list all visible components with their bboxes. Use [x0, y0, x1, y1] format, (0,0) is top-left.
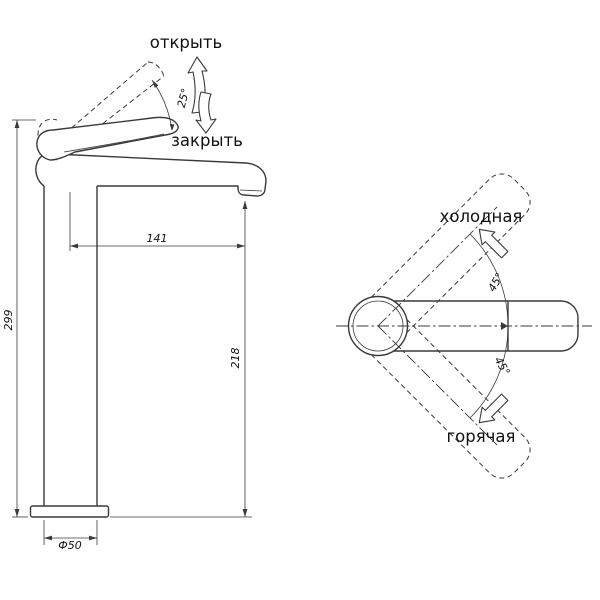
top-view-drawing: 45° 45° холодная горячая: [336, 173, 592, 479]
dimension-total-height: 299: [2, 119, 36, 518]
open-label: открыть: [150, 33, 223, 52]
dimension-base-diameter: Ф50: [43, 520, 98, 552]
rotation-arc-hot: [469, 325, 509, 419]
spout-height-dimension-label: 218: [229, 348, 242, 369]
faucet-handle: [36, 116, 179, 161]
diagonal-centerline-cold: [377, 206, 498, 327]
handle-rotated-dashed-outline-cold: [359, 173, 531, 345]
reach-dimension-label: 141: [147, 232, 168, 245]
diagonal-centerline-hot: [377, 325, 498, 446]
hot-angle-label: 45°: [492, 355, 513, 378]
dimension-reach: 141: [69, 192, 245, 251]
handle-open-dashed-outline: [37, 61, 165, 161]
handle-rotated-dashed-outline-hot: [359, 307, 531, 479]
cold-direction-arrow: [478, 228, 509, 259]
faucet-column: [43, 185, 98, 507]
side-view-drawing: 25° открыть закрыть 141 299: [2, 33, 267, 552]
swing-arc-arrowhead-top: [152, 80, 159, 88]
hot-label: горячая: [447, 427, 516, 446]
swing-arc-arrowhead-bottom: [169, 124, 175, 131]
base-diameter-dimension-label: Ф50: [58, 539, 81, 552]
aerator-line: [239, 189, 263, 192]
arc-origin-mark: [501, 322, 508, 330]
handle-angle-label: 25°: [175, 87, 193, 109]
rotation-arc-cold: [469, 233, 509, 327]
total-height-dimension-label: 299: [2, 310, 15, 331]
close-label: закрыть: [171, 131, 243, 150]
close-direction-arrow: [195, 91, 217, 134]
hot-direction-arrow: [478, 393, 509, 424]
faucet-spout-outline: [35, 153, 267, 197]
dimension-spout-height: 218: [110, 201, 252, 518]
faucet-base: [29, 505, 110, 518]
handle-detail-line: [63, 133, 165, 153]
cold-label: холодная: [440, 207, 523, 226]
